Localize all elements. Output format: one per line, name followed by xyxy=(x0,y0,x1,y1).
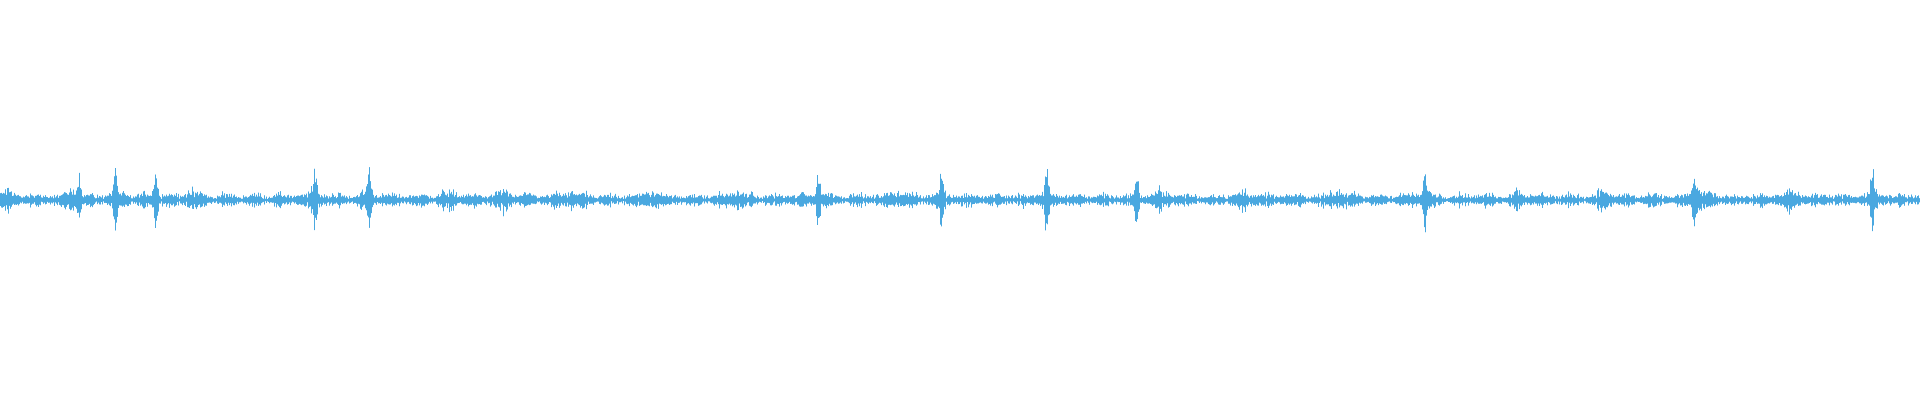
waveform-trace xyxy=(0,167,1920,233)
